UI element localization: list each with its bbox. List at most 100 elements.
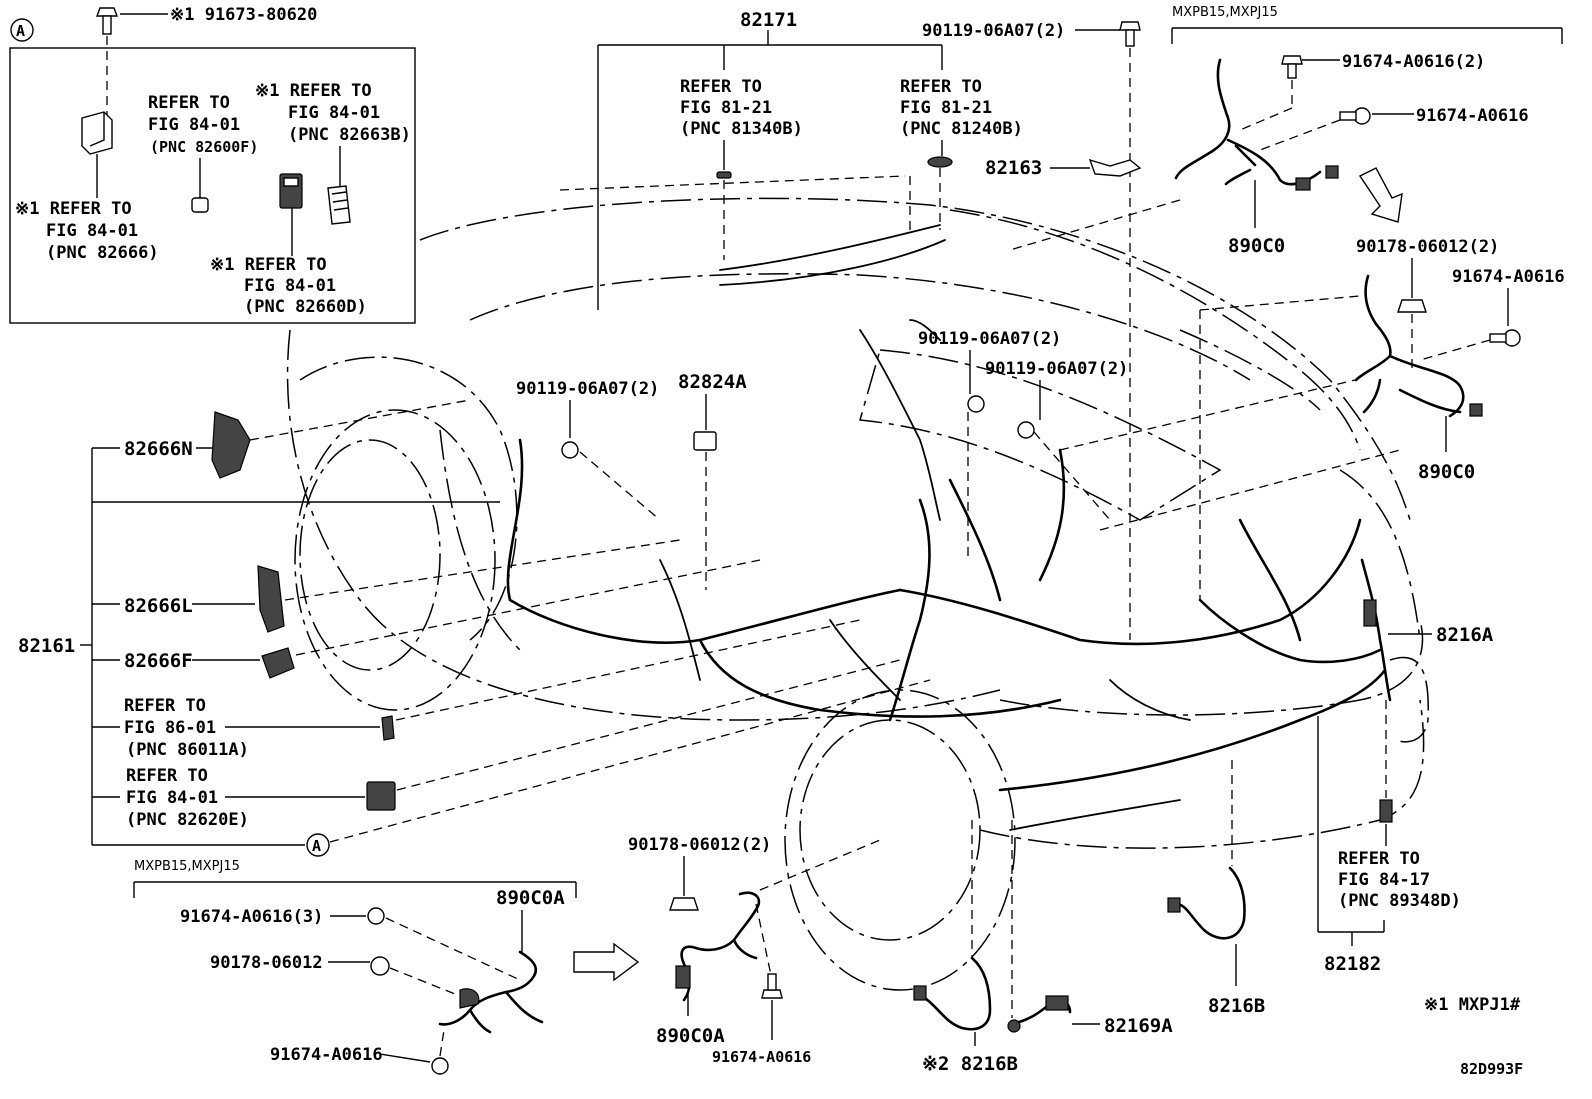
bolt-icon (1119, 21, 1141, 47)
ref-81240b-line3: (PNC 81240B) (900, 119, 1023, 139)
right-top-bolt-c-label: 91674-A0616 (1452, 267, 1565, 287)
callout-marker-a-bottom (306, 833, 330, 857)
arrow-icon (573, 942, 640, 982)
connector-icon (81, 111, 113, 155)
part-82171-label: 82171 (740, 9, 797, 31)
right-top-890c0-b-label: 890C0 (1418, 461, 1475, 483)
clamp-icon (459, 988, 480, 1009)
inset-ref-82660d-line1: ※1 REFER TO (210, 255, 327, 275)
sensor-bracket-icon (211, 411, 251, 479)
ref-86011a-line2: FIG 86-01 (124, 718, 216, 738)
connector-icon (913, 985, 927, 1001)
inset-ref-82663b-line1: ※1 REFER TO (255, 81, 372, 101)
part-8216a-label: 8216A (1436, 624, 1494, 646)
bolt-mid-b-group: 90119-06A07(2) (985, 359, 1128, 521)
connector-icon (1045, 995, 1069, 1011)
connector-icon (1295, 177, 1311, 191)
ref-89348d-line2: FIG 84-17 (1338, 870, 1430, 890)
part-82163-group: 82163 (985, 157, 1142, 179)
part-82666n-label: 82666N (124, 438, 193, 460)
bolt-icon (431, 1057, 449, 1075)
inset-ref-82666-line1: ※1 REFER TO (15, 199, 132, 219)
inset-ref-82663b-line3: (PNC 82663B) (288, 125, 411, 145)
bolt-top-group: 90119-06A07(2) (922, 21, 1141, 640)
callout-marker-label: A (312, 837, 321, 855)
bolt-mid-a-group: 90119-06A07(2) (918, 329, 1061, 560)
ref-82620e-line3: (PNC 82620E) (126, 810, 249, 830)
vehicle-body-outline (286, 197, 1429, 991)
bottom-center-group: 90178-06012(2) 91674-A0616 890C0A ※2 821… (628, 820, 1173, 1075)
bolt-mid-left-group: 90119-06A07(2) (516, 379, 661, 521)
inset-ref-82600f-line3: (PNC 82600F) (150, 138, 258, 156)
bolt-icon (1339, 107, 1371, 125)
inset-ref-82600f-line2: FIG 84-01 (148, 115, 240, 135)
connector-icon (1363, 599, 1377, 627)
arrow-icon (1358, 167, 1403, 223)
bolt-top-label: 90119-06A07(2) (922, 21, 1065, 41)
bottom-nut-single-label: 90178-06012 (210, 953, 323, 973)
ecu-icon (366, 781, 396, 811)
inset-ref-82660d-line3: (PNC 82660D) (244, 297, 367, 317)
bottom-890c0a-top-label: 890C0A (496, 887, 565, 909)
callout-marker-a-top (10, 18, 34, 42)
sensor-icon (191, 197, 209, 213)
ref-81240b-line1: REFER TO (900, 77, 982, 97)
callout-marker-label: A (16, 22, 25, 40)
connector-icon (1167, 897, 1181, 913)
bolt-icon (1281, 55, 1303, 79)
connector-icon (675, 965, 691, 989)
right-top-variant-group: MXPB15,MXPJ15 91674-A0616(2) 91674-A0616… (1009, 5, 1565, 600)
connector-icon (1325, 165, 1339, 179)
bolt-icon (761, 973, 783, 999)
lamp-connector-icon (927, 156, 953, 168)
bolt-mid-left-label: 90119-06A07(2) (516, 379, 659, 399)
relay-icon (327, 185, 351, 225)
bottom-variant-label: MXPB15,MXPJ15 (134, 859, 240, 874)
bolt-mid-b-label: 90119-06A07(2) (985, 359, 1128, 379)
grommet-icon (1007, 1019, 1021, 1033)
ref-81340b-line1: REFER TO (680, 77, 762, 97)
screw-icon (95, 7, 119, 35)
clip-icon (381, 715, 395, 741)
inset-screw-label: ※1 91673-80620 (170, 5, 317, 25)
sensor-icon (257, 565, 285, 633)
harness-82171-group: 82171 REFER TO FIG 81-21 (PNC 81340B) RE… (559, 9, 1023, 310)
bottom-variant-group: MXPB15,MXPJ15 890C0A 91674-A0616(3) 9017… (133, 859, 640, 1075)
bottom-nut-2-label: 90178-06012(2) (628, 835, 771, 855)
ref-81240b-line2: FIG 81-21 (900, 98, 992, 118)
connector-icon (261, 647, 295, 679)
part-82182-label: 82182 (1324, 953, 1381, 975)
inset-ref-82663b-line2: FIG 84-01 (288, 103, 380, 123)
inset-box: A ※1 91673-80620 ※1 REFER TO FIG 84-01 (… (9, 5, 416, 324)
part-82666l-label: 82666L (124, 595, 193, 617)
bottom-bolt-3-label: 91674-A0616(3) (180, 907, 323, 927)
part-82161-label: 82161 (18, 635, 75, 657)
footnote-label: ※1 MXPJ1# (1424, 995, 1521, 1015)
bolt-icon (367, 907, 385, 925)
inset-ref-82666-line3: (PNC 82666) (46, 243, 159, 263)
nut-icon (669, 897, 699, 911)
right-top-variant-label: MXPB15,MXPJ15 (1172, 5, 1278, 20)
part-82169a-label: 82169A (1104, 1015, 1173, 1037)
ref-82620e-line1: REFER TO (126, 766, 208, 786)
nut-icon (370, 956, 390, 976)
inset-ref-82660d-line2: FIG 84-01 (244, 276, 336, 296)
bolt-icon (1017, 421, 1035, 439)
bolt-icon (561, 441, 579, 459)
clip-icon (716, 171, 732, 179)
ref-86011a-line1: REFER TO (124, 696, 206, 716)
main-harness-wiring (506, 224, 1387, 831)
right-top-nut-label: 90178-06012(2) (1356, 237, 1499, 257)
connector-icon (1469, 403, 1483, 417)
ref-89348d-line1: REFER TO (1338, 849, 1420, 869)
bolt-icon (1489, 329, 1521, 347)
bolt-mid-a-label: 90119-06A07(2) (918, 329, 1061, 349)
connector-icon (693, 431, 717, 451)
inset-ref-82600f-line1: REFER TO (148, 93, 230, 113)
nut-icon (1397, 299, 1427, 313)
clip-icon (1379, 799, 1393, 823)
junction-block-icon (279, 173, 303, 209)
right-top-bolt-a-label: 91674-A0616(2) (1342, 52, 1485, 72)
figure-code-label: 82D993F (1460, 1060, 1523, 1078)
